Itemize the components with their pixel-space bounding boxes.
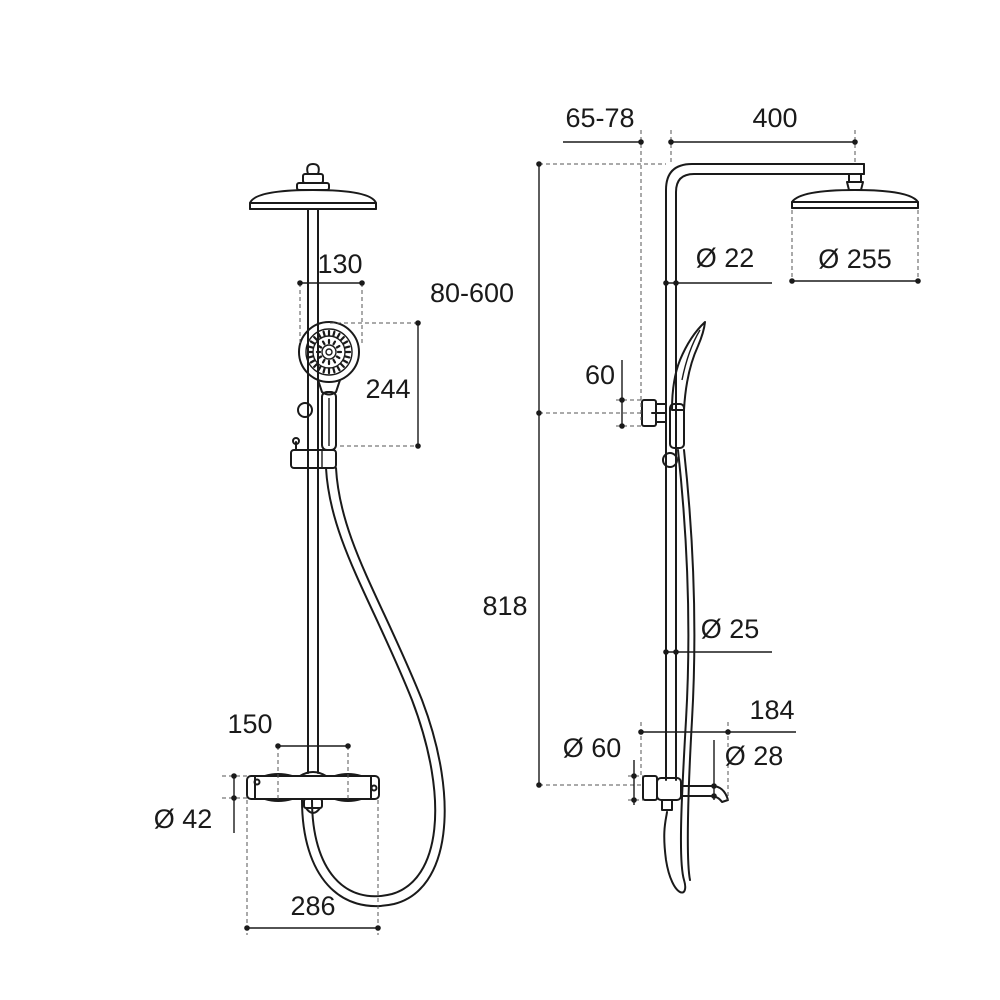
nozzle-mark: [317, 344, 323, 349]
dim-dia-22-label: Ø 22: [696, 243, 755, 273]
dim-dia-28: Ø 28: [711, 740, 783, 800]
nozzle-mark: [332, 367, 336, 374]
side-mixer-and-spout: [642, 775, 729, 811]
nozzle-mark: [309, 340, 316, 345]
dim-dia-60-label: Ø 60: [563, 733, 622, 763]
side-showerhead: [791, 173, 919, 209]
nozzle-mark: [342, 340, 349, 345]
dim-130-label: 130: [317, 249, 362, 279]
dim-400: 400: [671, 103, 858, 165]
nozzle-mark: [317, 365, 322, 372]
dim-130: 130: [297, 249, 365, 345]
front-view: 130 244 80-600 150 Ø 42: [154, 163, 514, 935]
nozzle-mark: [321, 340, 326, 346]
front-riser-pipe: [307, 208, 319, 774]
nozzle-mark: [322, 367, 326, 374]
side-view: 65-78 400 818 Ø 22: [482, 103, 921, 894]
dim-286-label: 286: [290, 891, 335, 921]
front-riser-knob: [297, 402, 313, 418]
side-wall-bracket: [641, 399, 667, 427]
nozzle-mark: [344, 355, 351, 359]
dim-400-label: 400: [752, 103, 797, 133]
dim-80-600-label: 80-600: [430, 278, 514, 308]
nozzle-mark: [313, 362, 319, 368]
dim-dia-42: Ø 42: [154, 773, 250, 834]
nozzle-mark: [335, 355, 341, 360]
nozzle-mark: [332, 340, 337, 346]
nozzle-mark: [336, 332, 341, 339]
nozzle-mark: [335, 344, 341, 349]
dim-818-label: 818: [482, 591, 527, 621]
dim-150-label: 150: [227, 709, 272, 739]
nozzle-mark: [332, 358, 337, 364]
nozzle-mark: [321, 358, 326, 364]
dim-244-label: 244: [365, 374, 410, 404]
nozzle-mark: [342, 359, 349, 364]
nozzle-mark: [307, 345, 314, 349]
front-showerhead: [249, 163, 377, 210]
dim-dia-255-label: Ø 255: [818, 244, 892, 274]
dim-184-label: 184: [749, 695, 794, 725]
nozzle-mark: [339, 362, 345, 368]
dim-286: 286: [244, 800, 381, 935]
nozzle-mark: [339, 336, 345, 342]
side-hose: [663, 449, 696, 894]
nozzle-mark: [322, 330, 326, 337]
front-hose: [301, 467, 446, 908]
nozzle-mark: [317, 332, 322, 339]
nozzle-mark: [317, 355, 323, 360]
dim-818: 818: [482, 161, 666, 788]
side-hand-shower: [669, 321, 706, 449]
nozzle-mark: [332, 330, 336, 337]
front-hand-shower: [298, 321, 360, 451]
dim-dia-22: Ø 22: [663, 243, 772, 286]
dim-184: 184: [638, 695, 796, 800]
side-riser-knob: [662, 452, 678, 468]
dim-65-78: 65-78: [563, 103, 674, 420]
dim-dia-25-label: Ø 25: [701, 614, 760, 644]
nozzle-mark: [307, 355, 314, 359]
front-slide-bracket: [290, 437, 337, 469]
dim-dia-28-label: Ø 28: [725, 741, 784, 771]
dim-150: 150: [227, 709, 351, 800]
nozzle-mark: [309, 359, 316, 364]
nozzle-mark: [344, 345, 351, 349]
dim-dia-60: Ø 60: [563, 733, 643, 805]
dim-60-bracket: 60: [585, 360, 642, 429]
dim-dia-25: Ø 25: [663, 614, 772, 655]
dim-dia-42-label: Ø 42: [154, 804, 213, 834]
dim-60-bracket-label: 60: [585, 360, 615, 390]
dim-65-78-label: 65-78: [565, 103, 634, 133]
dim-dia-255: Ø 255: [789, 210, 921, 284]
nozzle-mark: [336, 365, 341, 372]
dim-244: 244: [330, 320, 421, 449]
nozzle-mark: [313, 336, 319, 342]
